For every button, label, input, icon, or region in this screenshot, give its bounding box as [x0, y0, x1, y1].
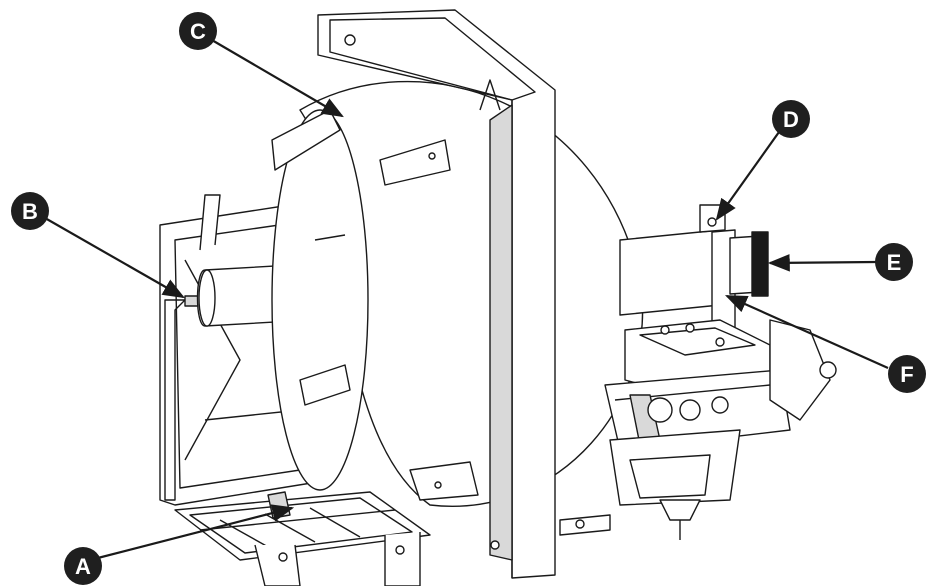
front-frame: [317, 9, 556, 579]
callout-a-badge: [64, 547, 102, 585]
lens-tube: [619, 204, 769, 333]
callout-a-label: A: [75, 554, 91, 579]
callout-c-label: C: [190, 19, 206, 44]
callout-e-label: E: [887, 250, 902, 275]
callout-a: A: [64, 504, 295, 585]
callout-d-badge: [772, 100, 810, 138]
callout-b-badge: [11, 192, 49, 230]
callout-d-label: D: [783, 107, 799, 132]
callouts: A B C D E F: [11, 12, 926, 585]
bottom-bracket: [174, 491, 431, 586]
callout-e: E: [767, 243, 913, 281]
callout-c-badge: [179, 12, 217, 50]
mechanism: [559, 319, 837, 540]
drawing: [159, 9, 837, 586]
callout-f-label: F: [900, 362, 913, 387]
callout-e-badge: [875, 243, 913, 281]
callout-b: B: [11, 192, 185, 299]
callout-f: F: [724, 294, 926, 393]
reflector: [271, 80, 644, 507]
callout-f-badge: [888, 355, 926, 393]
callout-c: C: [179, 12, 344, 118]
callout-b-label: B: [22, 199, 38, 224]
callout-d: D: [715, 100, 810, 221]
